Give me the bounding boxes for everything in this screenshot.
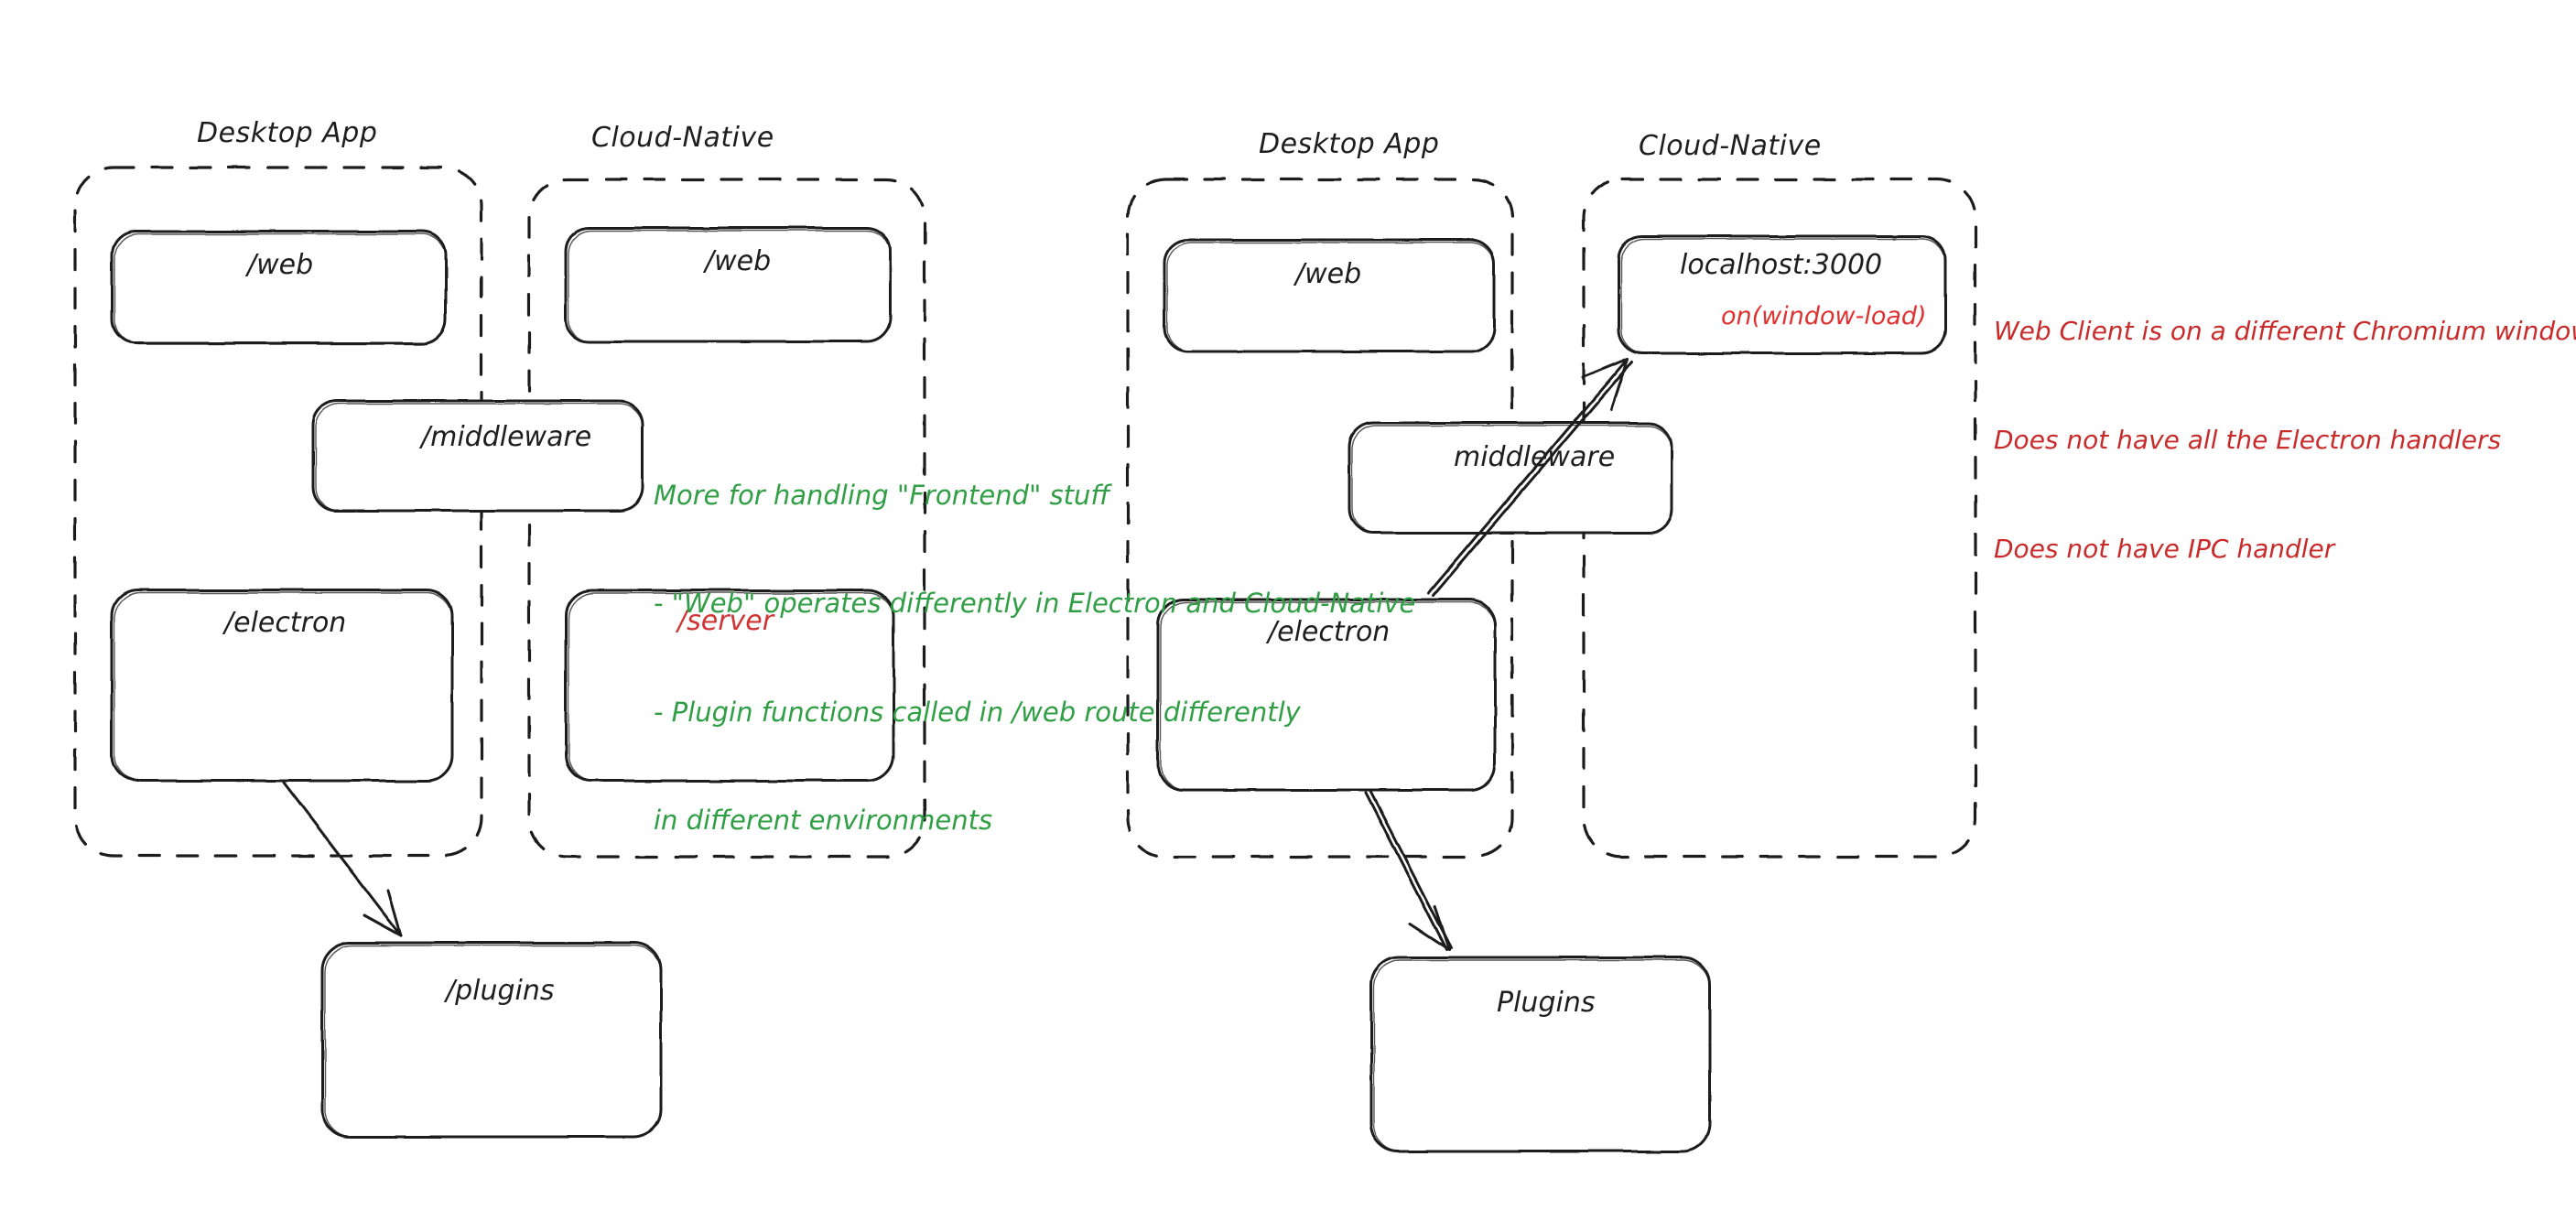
node-left-middleware-sketch [315,403,644,512]
node-right-electron-sketch [1160,601,1496,791]
node-left-electron-sketch [114,592,453,782]
node-left-web-sketch [114,233,447,345]
node-left-web-cloud-sketch [568,230,892,342]
node-right-middleware[interactable] [1348,421,1673,535]
node-left-plugins-sketch [324,945,662,1138]
node-left-web[interactable] [110,230,448,345]
node-right-plugins-sketch [1373,959,1711,1152]
node-right-plugins[interactable] [1369,956,1712,1153]
node-left-plugins[interactable] [320,941,663,1139]
node-right-web[interactable] [1163,238,1496,353]
node-left-electron[interactable] [110,589,454,783]
node-left-web-cloud[interactable] [564,226,893,343]
group-container-left-cloud [527,178,926,859]
node-right-middleware-sketch [1351,425,1672,534]
node-left-server[interactable] [564,589,895,783]
node-right-localhost-sketch [1620,238,1946,354]
arrow-right-electron-to-plugins [1364,789,1453,952]
arrow-left-electron-to-plugins [282,781,403,937]
node-left-server-sketch [568,592,894,782]
node-left-middleware[interactable] [311,399,644,513]
node-right-electron[interactable] [1156,598,1497,792]
arrow-right-electron-to-localhost [1426,357,1634,598]
node-right-localhost[interactable] [1617,234,1947,355]
node-right-web-sketch [1166,242,1495,352]
